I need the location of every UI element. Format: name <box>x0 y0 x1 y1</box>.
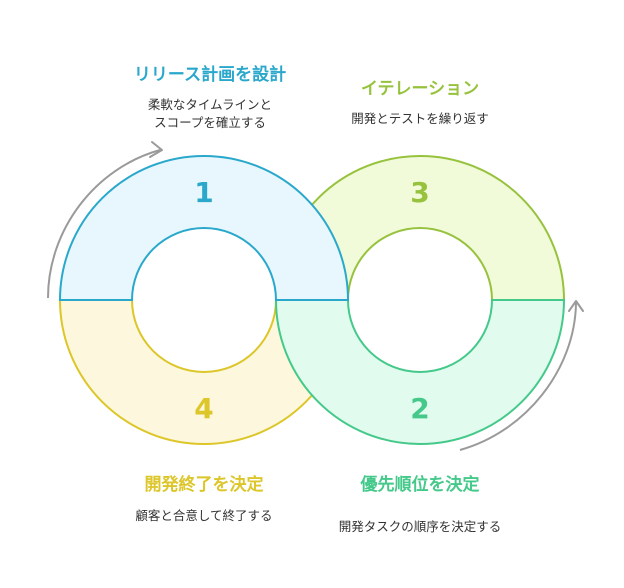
step-number-3: 3 <box>410 176 429 209</box>
step-title-3: イテレーション <box>360 79 480 99</box>
arrowhead-left-icon <box>149 141 163 158</box>
step-description-2: 開発タスクの順序を決定する <box>338 519 502 534</box>
arrowhead-right-icon <box>568 300 584 312</box>
step-title-4: 開発終了を決定 <box>144 475 264 495</box>
segment-3 <box>274 155 566 301</box>
segment-1 <box>58 155 350 301</box>
step-number-2: 2 <box>410 392 429 425</box>
step-number-4: 4 <box>194 392 213 425</box>
cycle-arrow-right <box>459 302 577 451</box>
step-title-1: リリース計画を設計 <box>133 65 287 85</box>
step-description-1: 柔軟なタイムラインと スコープを確立する <box>110 96 310 132</box>
step-title-2: 優先順位を決定 <box>360 475 480 495</box>
step-description-1-line-2: スコープを確立する <box>154 115 266 130</box>
step-number-1: 1 <box>194 176 213 209</box>
step-description-3: 開発とテストを繰り返す <box>351 111 489 126</box>
step-description-4: 顧客と合意して終了する <box>135 508 273 523</box>
segment-2 <box>274 299 566 445</box>
cycle-arrow-left <box>47 149 161 299</box>
step-description-1-line-1: 柔軟なタイムラインと <box>147 97 273 112</box>
